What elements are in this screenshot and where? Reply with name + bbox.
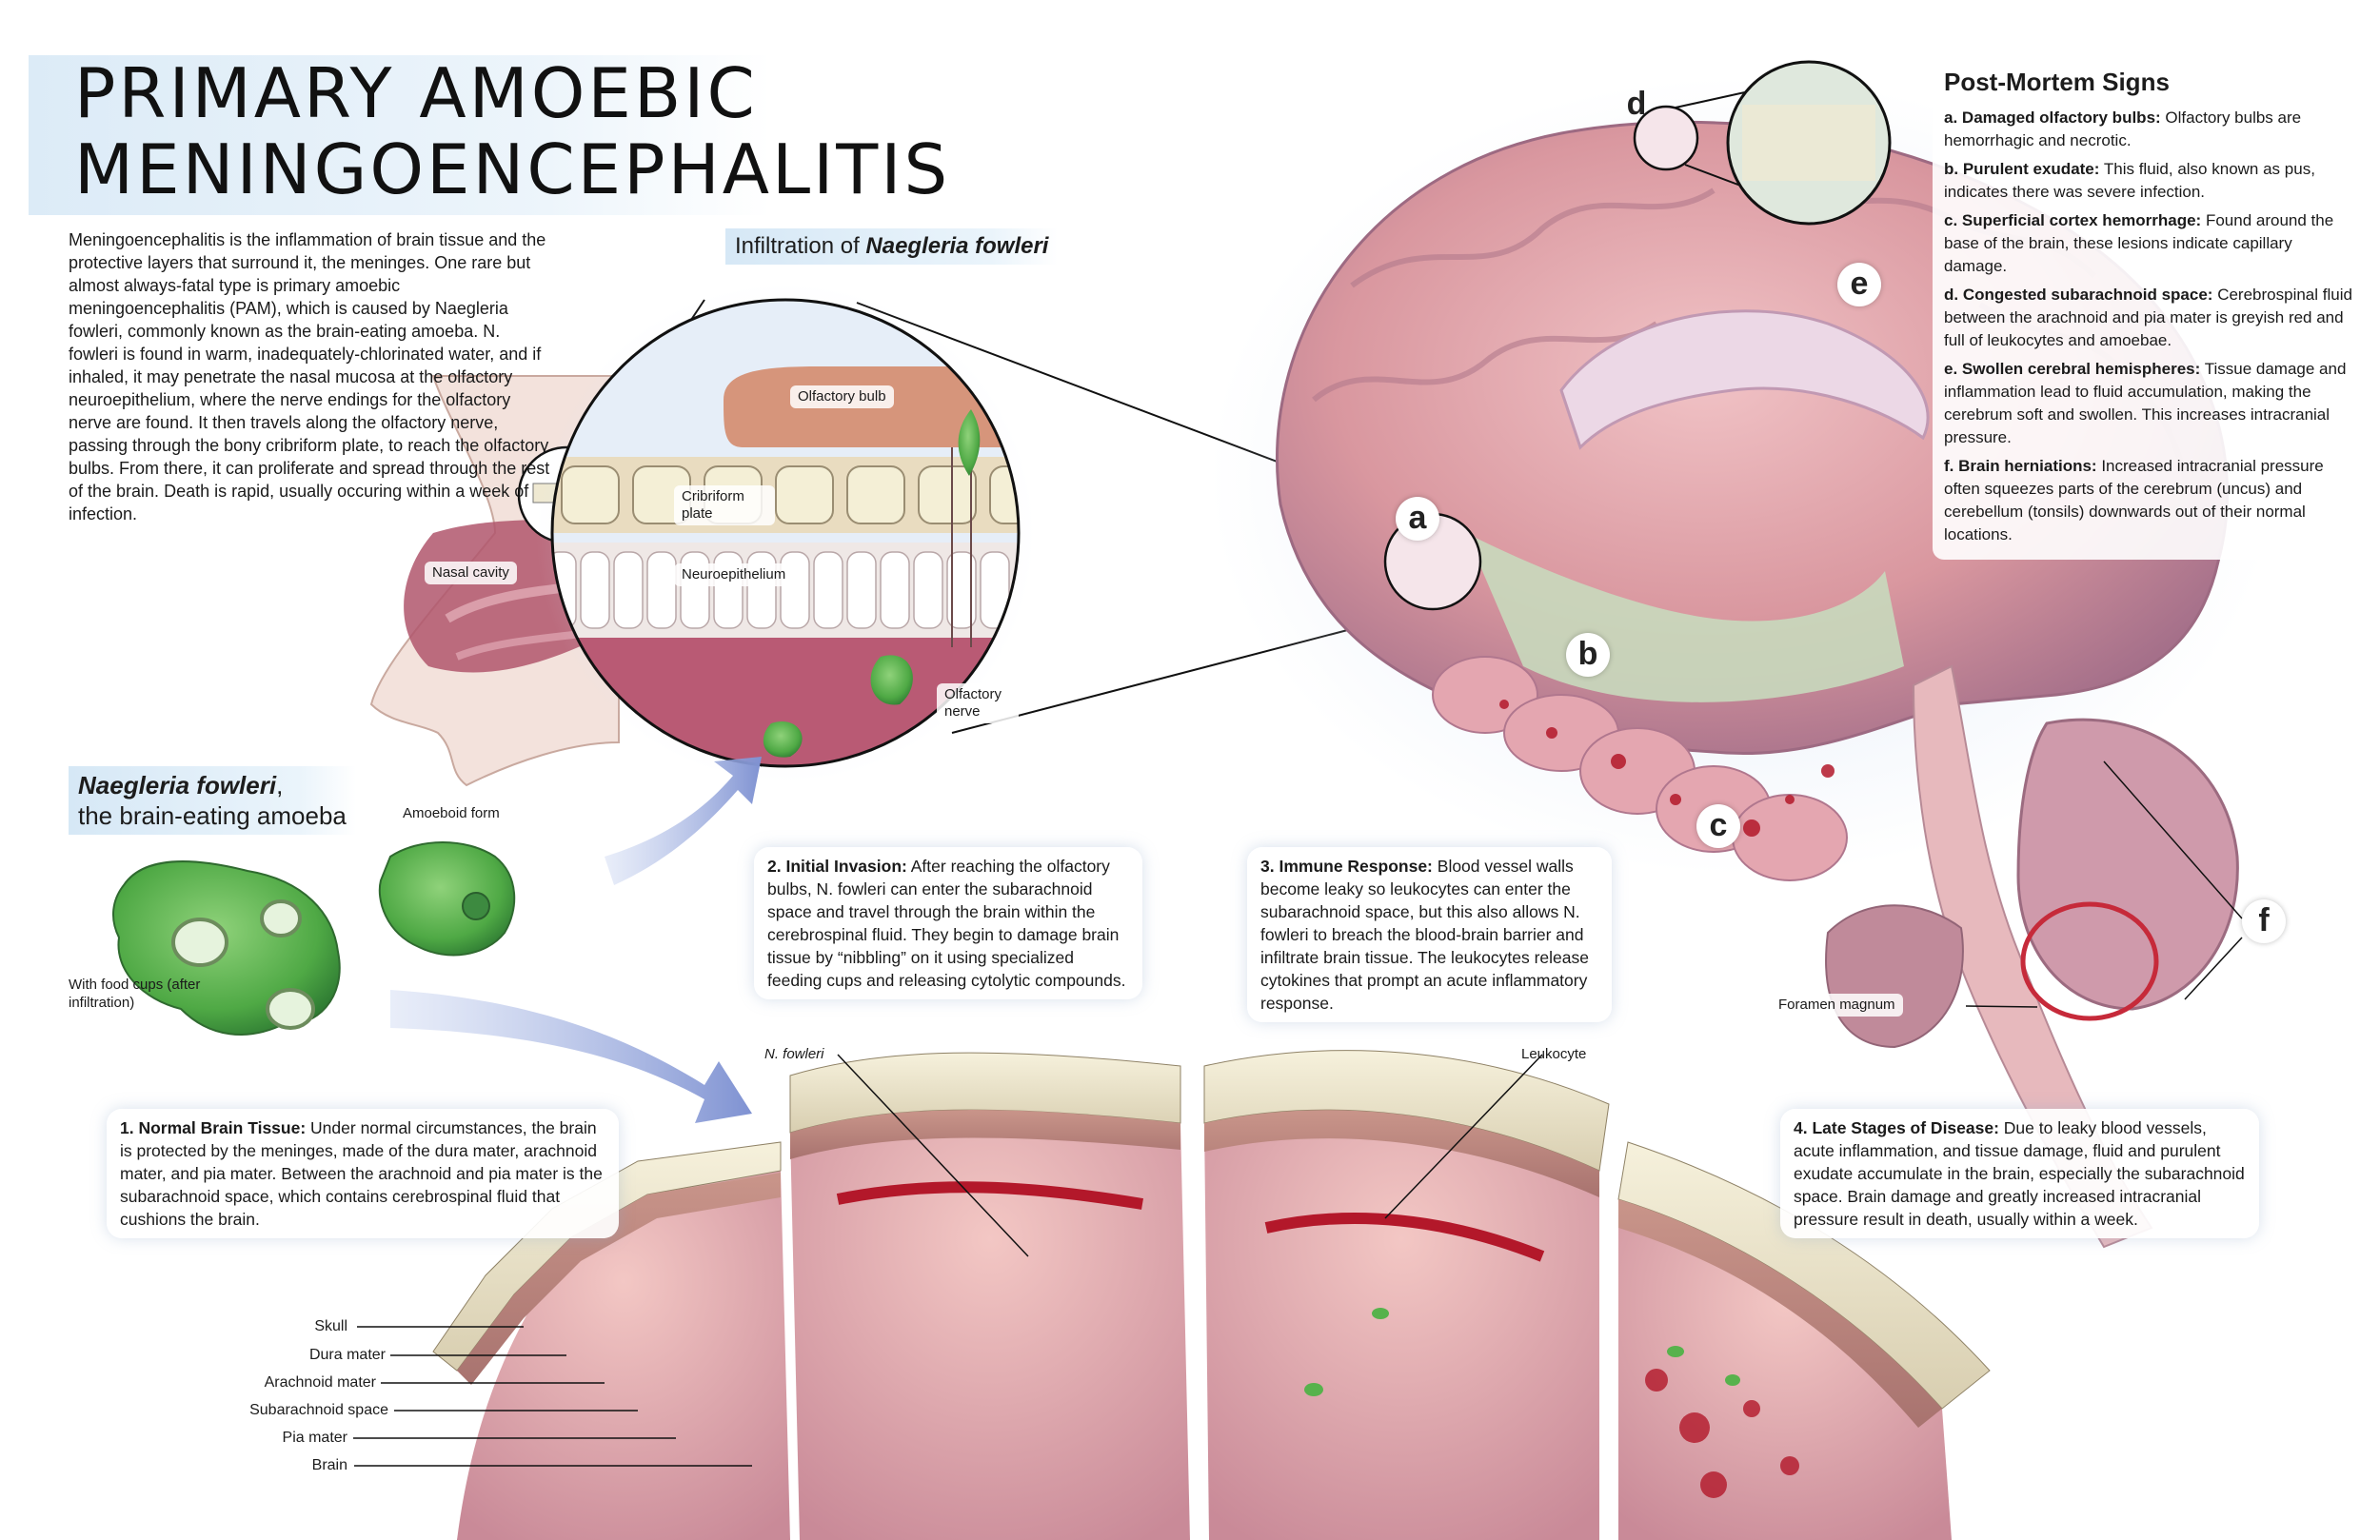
- sign-f-title: Brain herniations:: [1958, 457, 2097, 475]
- title-line-2: Meningoencephalitis: [74, 129, 951, 209]
- amoeba-heading-line2: the brain-eating amoeba: [78, 801, 347, 830]
- layer-label-pia-mater: Pia mater: [282, 1430, 347, 1446]
- step-2-text: After reaching the olfactory bulbs, N. f…: [767, 857, 1126, 990]
- amoeba-heading-suffix: ,: [276, 771, 284, 800]
- sign-a-key: a.: [1944, 109, 1958, 127]
- intro-text: Meningoencephalitis is the inflammation …: [69, 230, 550, 523]
- post-mortem-panel: Post-Mortem Signs a. Damaged olfactory b…: [1933, 59, 2365, 560]
- step-3-title: 3. Immune Response:: [1260, 857, 1433, 876]
- marker-a: a: [1396, 497, 1439, 541]
- label-amoeboid-form: Amoeboid form: [403, 805, 500, 821]
- post-mortem-heading: Post-Mortem Signs: [1944, 68, 2170, 96]
- step-1-card: 1. Normal Brain Tissue: Under normal cir…: [107, 1109, 619, 1238]
- sign-f-key: f.: [1944, 457, 1954, 475]
- sign-e-key: e.: [1944, 360, 1958, 378]
- sign-a-title: Damaged olfactory bulbs:: [1961, 109, 2161, 127]
- step-2-card: 2. Initial Invasion: After reaching the …: [754, 847, 1142, 999]
- step-3-text: Blood vessel walls become leaky so leuko…: [1260, 857, 1589, 1013]
- sign-d-key: d.: [1944, 286, 1959, 304]
- step-2-title: 2. Initial Invasion:: [767, 857, 907, 876]
- label-foramen-magnum: Foramen magnum: [1771, 994, 1903, 1017]
- olfactory-zoom-circle: [536, 284, 1035, 782]
- marker-b: b: [1566, 633, 1610, 677]
- label-cribriform-plate: Cribriform plate: [674, 485, 775, 525]
- layer-label-arachnoid-mater: Arachnoid mater: [264, 1374, 376, 1391]
- sign-b-key: b.: [1944, 160, 1959, 178]
- label-neuroepithelium: Neuroepithelium: [674, 563, 794, 586]
- page-title: Primary Amoebic Meningoencephalitis: [74, 55, 950, 207]
- amoeba-heading-species: Naegleria fowleri: [78, 771, 277, 800]
- infiltration-heading: Infiltration of Naegleria fowleri: [725, 228, 1059, 265]
- sign-e-text: Tissue damage and inflammation lead to f…: [1944, 360, 2347, 446]
- layer-label-subarachnoid-space: Subarachnoid space: [249, 1402, 388, 1418]
- sign-c-title: Superficial cortex hemorrhage:: [1961, 211, 2202, 229]
- sign-b-title: Purulent exudate:: [1962, 160, 2100, 178]
- sign-d-text: Cerebrospinal fluid between the arachnoi…: [1944, 286, 2352, 349]
- sign-c-key: c.: [1944, 211, 1958, 229]
- step-1-text: Under normal circumstances, the brain is…: [120, 1118, 603, 1229]
- marker-c: c: [1696, 804, 1740, 848]
- label-food-cups: With food cups (after infiltration): [69, 977, 201, 1011]
- sign-d-title: Congested subarachnoid space:: [1962, 286, 2213, 304]
- layer-label-brain: Brain: [311, 1457, 347, 1473]
- sign-f-text: Increased intracranial pressure often sq…: [1944, 457, 2324, 543]
- step-1-title: 1. Normal Brain Tissue:: [120, 1118, 307, 1137]
- layer-label-skull: Skull: [314, 1318, 347, 1334]
- amoeba-heading: Naegleria fowleri, the brain-eating amoe…: [69, 766, 356, 835]
- step-4-title: 4. Late Stages of Disease:: [1794, 1118, 1999, 1137]
- sign-item-c: c. Superficial cortex hemorrhage: Found …: [1944, 209, 2353, 278]
- marker-e: e: [1837, 263, 1881, 306]
- title-line-1: Primary Amoebic: [74, 53, 758, 133]
- sign-c-text: Found around the base of the brain, thes…: [1944, 211, 2334, 275]
- sign-item-f: f. Brain herniations: Increased intracra…: [1944, 455, 2353, 546]
- layer-label-dura-mater: Dura mater: [308, 1347, 386, 1363]
- label-olfactory-nerve: Olfactory nerve: [937, 683, 1019, 723]
- marker-d: d: [1626, 86, 1647, 122]
- infiltration-heading-prefix: Infiltration of: [735, 233, 866, 259]
- sign-item-e: e. Swollen cerebral hemispheres: Tissue …: [1944, 358, 2353, 449]
- step-4-card: 4. Late Stages of Disease: Due to leaky …: [1780, 1109, 2259, 1238]
- label-n-fowleri: N. fowleri: [764, 1046, 824, 1062]
- label-nasal-cavity: Nasal cavity: [425, 562, 517, 584]
- sign-item-d: d. Congested subarachnoid space: Cerebro…: [1944, 284, 2353, 352]
- infiltration-heading-species: Naegleria fowleri: [865, 233, 1049, 259]
- step-4-text: Due to leaky blood vessels, acute inflam…: [1794, 1118, 2245, 1229]
- title-band: [29, 55, 771, 215]
- sign-a-text: Olfactory bulbs are hemorrhagic and necr…: [1944, 109, 2302, 149]
- sign-b-text: This fluid, also known as pus, indicates…: [1944, 160, 2315, 201]
- amoebae: [112, 841, 516, 1036]
- marker-f: f: [2242, 899, 2286, 943]
- sign-item-a: a. Damaged olfactory bulbs: Olfactory bu…: [1944, 107, 2353, 152]
- meninges-cross-section: [432, 1050, 1991, 1540]
- label-leukocyte: Leukocyte: [1521, 1046, 1587, 1062]
- sign-e-title: Swollen cerebral hemispheres:: [1961, 360, 2201, 378]
- label-olfactory-bulb: Olfactory bulb: [790, 385, 894, 408]
- sign-item-b: b. Purulent exudate: This fluid, also kn…: [1944, 158, 2353, 204]
- step-3-card: 3. Immune Response: Blood vessel walls b…: [1247, 847, 1612, 1022]
